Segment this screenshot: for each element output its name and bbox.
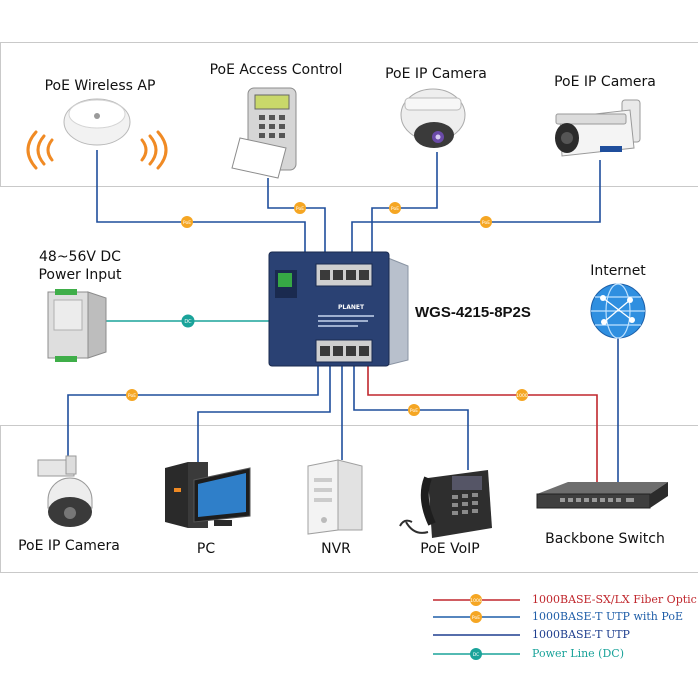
voip-phone-icon	[399, 470, 492, 538]
label-nvr: NVR	[321, 541, 351, 557]
poe-badge: PoE	[294, 202, 306, 214]
legend-label-dc: Power Line (DC)	[532, 647, 624, 660]
poe-badge-text: PoE	[128, 393, 136, 399]
cable-access-control	[267, 178, 326, 252]
legend-label-fiber: 1000BASE-SX/LX Fiber Optic	[532, 593, 697, 606]
dc-badge-text: DC	[184, 319, 192, 325]
legend-badge-dc: DC	[473, 652, 480, 658]
dc-power-supply-icon	[47, 289, 107, 362]
poe-badge: PoE	[181, 216, 193, 228]
wireless-ap-icon	[26, 98, 168, 170]
poe-badge: PoE	[126, 389, 138, 401]
label-backbone-switch: Backbone Switch	[545, 531, 665, 547]
poe-badge-text: PoE	[296, 206, 304, 212]
wgs-switch-icon: PLANET	[268, 251, 409, 367]
switch-model-label: WGS-4215-8P2S	[415, 304, 531, 321]
switch-brand: PLANET	[338, 304, 365, 311]
fiber-badge-text: 1000	[516, 393, 528, 399]
cable-bullet-camera	[351, 160, 601, 252]
pc-icon	[165, 462, 251, 528]
legend-label-poe: 1000BASE-T UTP with PoE	[532, 610, 683, 623]
poe-badge: PoE	[408, 404, 420, 416]
label-dc-input-line2: Power Input	[38, 267, 122, 283]
ptz-camera-icon	[37, 455, 93, 527]
top-poe-cables	[96, 150, 601, 252]
legend-label-utp: 1000BASE-T UTP	[532, 628, 630, 641]
line-badges: PoE PoE PoE PoE PoE PoE 1000 DC	[126, 202, 528, 416]
bullet-camera-icon	[555, 99, 641, 157]
poe-badge-text: PoE	[410, 408, 418, 414]
legend-badge-fiber: 1000	[470, 598, 482, 604]
label-ptz-camera: PoE IP Camera	[18, 538, 120, 554]
label-access-control: PoE Access Control	[209, 62, 343, 78]
label-wireless-ap: PoE Wireless AP	[44, 78, 156, 94]
legend-item-dc: DC	[433, 648, 520, 660]
cable-ap	[96, 150, 306, 252]
access-control-icon	[231, 87, 297, 179]
label-dc-input-line1: 48~56V DC	[39, 249, 121, 265]
label-bullet-camera: PoE IP Camera	[554, 74, 656, 90]
poe-badge-text: PoE	[482, 220, 490, 226]
cable-dome-camera	[371, 152, 438, 252]
cable-pc	[197, 366, 331, 463]
fiber-badge: 1000	[516, 389, 528, 401]
internet-globe-icon	[590, 283, 646, 339]
legend-item-fiber: 1000	[433, 594, 520, 606]
cable-voip	[353, 366, 469, 470]
cable-ptz-camera	[67, 366, 319, 456]
poe-badge: PoE	[389, 202, 401, 214]
label-voip: PoE VoIP	[420, 541, 480, 557]
nvr-icon	[307, 459, 363, 535]
poe-badge: PoE	[480, 216, 492, 228]
dc-badge: DC	[181, 314, 195, 328]
label-internet: Internet	[590, 263, 646, 279]
label-pc: PC	[196, 541, 216, 557]
cable-fiber	[367, 366, 598, 490]
legend-item-poe: PoE	[433, 611, 520, 623]
label-dome-camera: PoE IP Camera	[385, 66, 487, 82]
poe-badge-text: PoE	[183, 220, 191, 226]
legend: 1000 PoE DC	[433, 594, 520, 660]
poe-badge-text: PoE	[391, 206, 399, 212]
legend-badge-poe: PoE	[472, 615, 480, 621]
backbone-switch-icon	[536, 482, 668, 509]
dome-camera-icon	[400, 88, 466, 148]
